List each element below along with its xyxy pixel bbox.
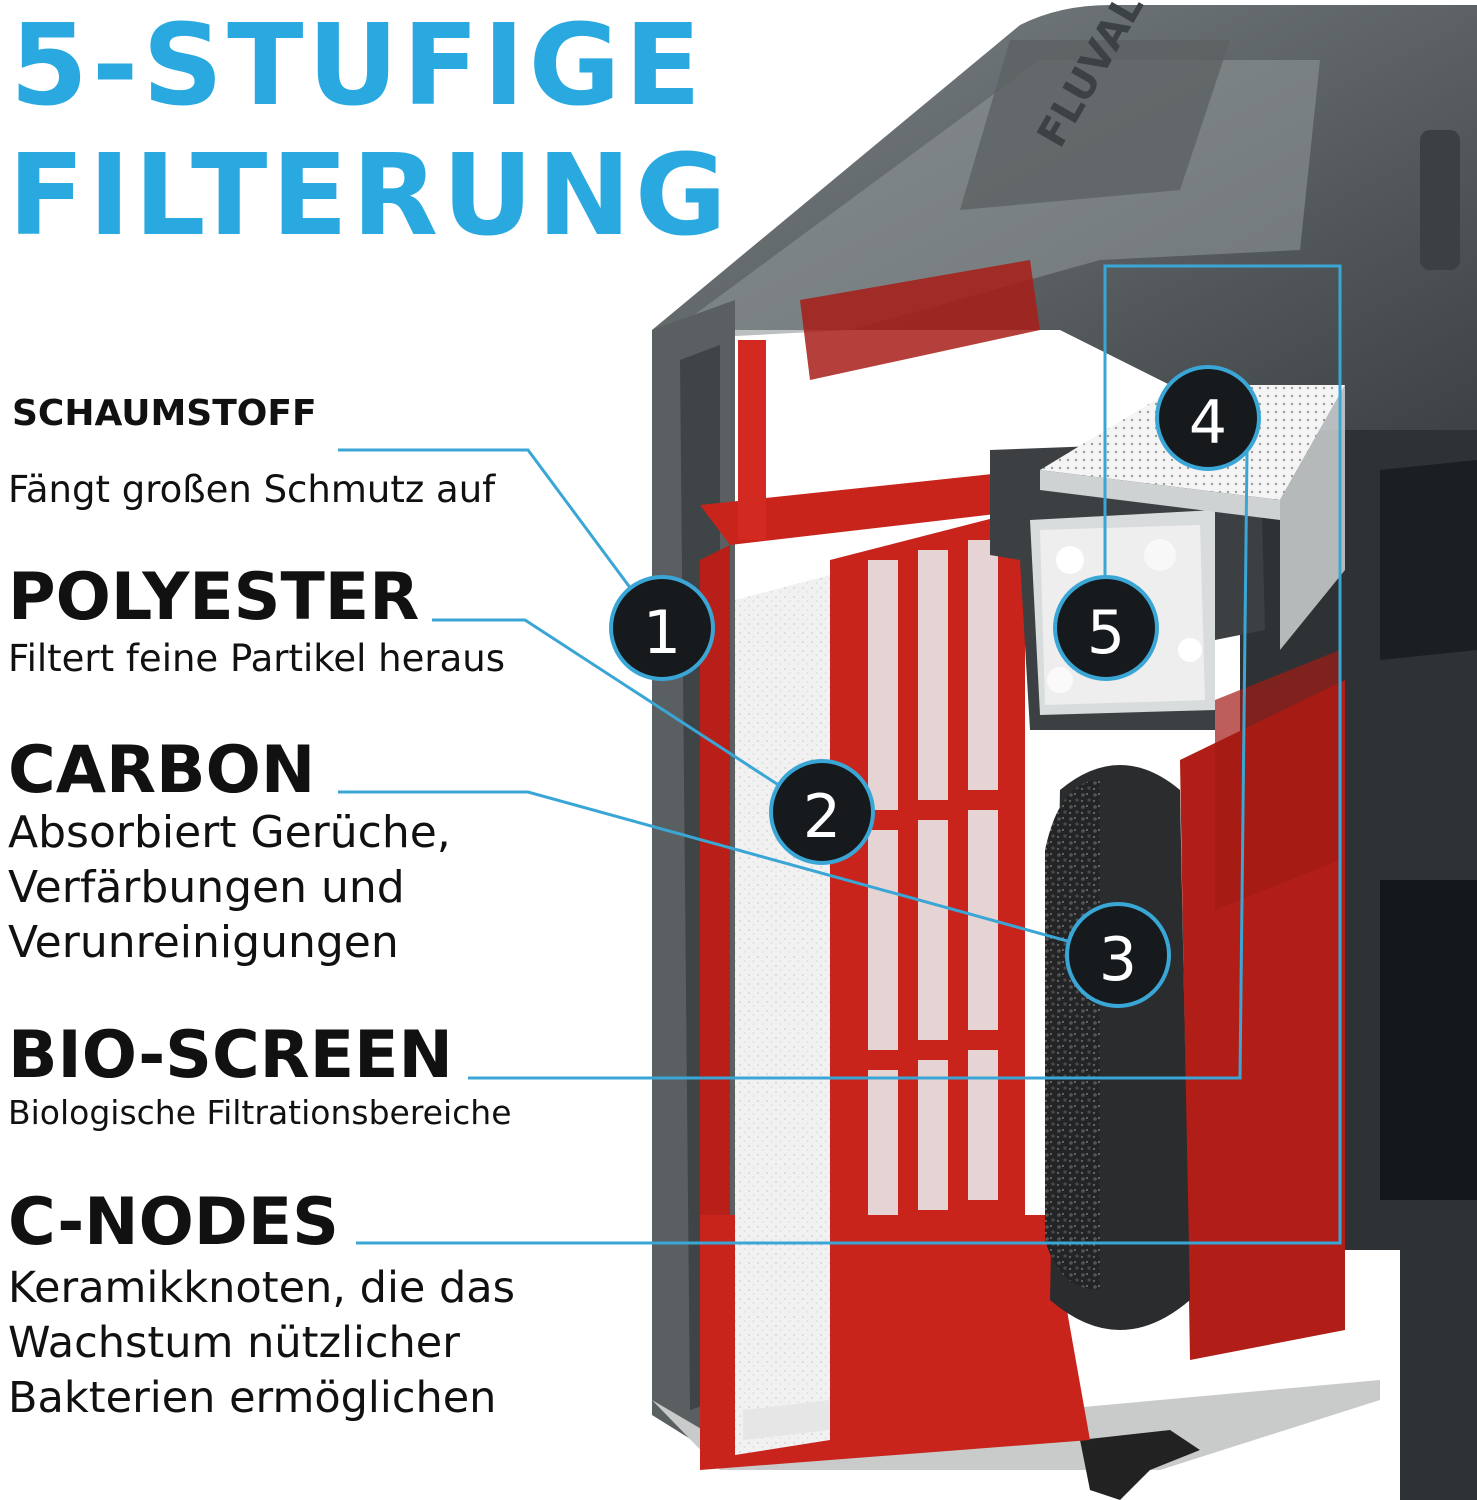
badge-2: 2 xyxy=(769,759,875,865)
svg-text:1: 1 xyxy=(643,598,681,668)
stage-5-desc-line-1: Keramikknoten, die das xyxy=(8,1263,516,1313)
svg-text:2: 2 xyxy=(803,782,841,852)
stage-5-desc-line-2: Wachstum nützlicher xyxy=(8,1318,460,1368)
carbon-granules xyxy=(1045,780,1100,1290)
callout-lines xyxy=(338,264,1342,1245)
foam-pad xyxy=(735,575,830,1455)
stage-1-desc-line-1: Fängt großen Schmutz auf xyxy=(8,468,496,511)
stage-3-desc-line-3: Verunreinigungen xyxy=(8,917,399,968)
callout-line-1 xyxy=(338,448,662,629)
callout-line-3 xyxy=(338,790,1119,957)
title-line-2: FILTERUNG xyxy=(8,131,731,261)
stage-5-desc-line-3: Bakterien ermöglichen xyxy=(8,1373,497,1423)
callout-line-4 xyxy=(468,451,1249,1080)
title-line-1: 5-STUFIGE xyxy=(10,1,706,131)
svg-text:5: 5 xyxy=(1087,598,1125,668)
stage-4-heading: BIO-SCREEN xyxy=(8,1018,453,1093)
stage-1-heading: SCHAUMSTOFF xyxy=(12,393,317,434)
stage-2-desc-line-1: Filtert feine Partikel heraus xyxy=(8,637,506,680)
badge-5: 5 xyxy=(1053,575,1159,681)
stage-3-heading: CARBON xyxy=(8,733,316,808)
red-filter-frame xyxy=(700,260,1345,1470)
badge-1: 1 xyxy=(609,575,715,681)
stage-2-heading: POLYESTER xyxy=(8,560,420,635)
badge-3: 3 xyxy=(1065,902,1171,1008)
callout-line-5 xyxy=(356,264,1342,1245)
svg-text:4: 4 xyxy=(1189,388,1227,458)
svg-text:3: 3 xyxy=(1099,925,1137,995)
stage-3-desc-line-1: Absorbiert Gerüche, xyxy=(8,807,451,858)
stage-3-desc-line-2: Verfärbungen und xyxy=(8,862,405,913)
stage-4-desc-line-1: Biologische Filtrationsbereiche xyxy=(8,1093,512,1132)
stage-5-heading: C-NODES xyxy=(8,1185,339,1260)
callout-line-2 xyxy=(432,618,821,814)
badge-4: 4 xyxy=(1155,365,1261,471)
